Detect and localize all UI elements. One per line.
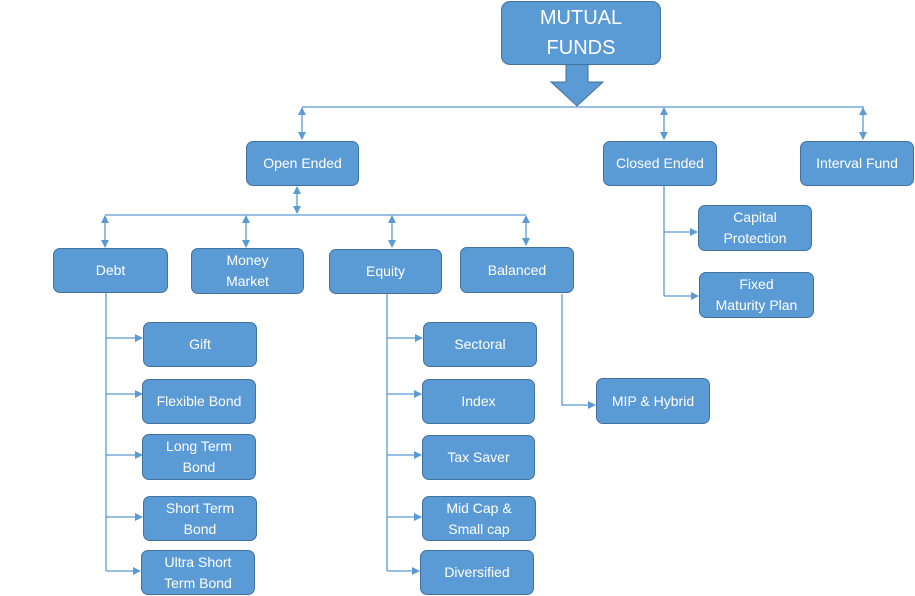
debt-label: Debt [95, 262, 126, 278]
flexible-bond-label: Flexible Bond [156, 393, 242, 409]
mid-small-cap-label: Mid Cap & Small cap [446, 499, 512, 537]
node-open-ended: Open Ended [246, 141, 359, 186]
money-market-label: Money Market [226, 252, 269, 289]
root-mutual-funds: MUTUAL FUNDS [501, 1, 661, 65]
node-sectoral: Sectoral [423, 322, 537, 367]
mip-hybrid-label: MIP & Hybrid [611, 392, 695, 409]
node-debt: Debt [53, 248, 168, 293]
node-short-term-bond: Short Term Bond [143, 496, 257, 541]
node-capital-protection: Capital Protection [698, 205, 812, 251]
node-tax-saver: Tax Saver [422, 435, 535, 480]
short-term-bond-label: Short Term Bond [165, 499, 235, 537]
sectoral-label: Sectoral [454, 336, 506, 352]
node-balanced: Balanced [460, 247, 574, 293]
equity-label: Equity [366, 263, 405, 279]
gift-label: Gift [189, 336, 211, 352]
node-long-term-bond: Long Term Bond [142, 434, 256, 480]
root-label: MUTUAL FUNDS [539, 7, 623, 59]
interval-fund-label: Interval Fund [816, 155, 898, 171]
diversified-label: Diversified [444, 564, 510, 580]
root-down-arrow [549, 63, 605, 107]
node-closed-ended: Closed Ended [603, 141, 717, 186]
open-ended-label: Open Ended [263, 155, 342, 171]
node-index: Index [422, 379, 535, 424]
long-term-bond-label: Long Term Bond [166, 438, 232, 475]
balanced-label: Balanced [487, 261, 547, 278]
node-diversified: Diversified [420, 550, 534, 595]
node-mid-small-cap: Mid Cap & Small cap [422, 496, 536, 541]
node-fixed-maturity-plan: Fixed Maturity Plan [699, 272, 814, 318]
node-flexible-bond: Flexible Bond [142, 379, 256, 424]
node-equity: Equity [329, 249, 442, 294]
node-money-market: Money Market [191, 248, 304, 294]
node-ultra-short-term-bond: Ultra Short Term Bond [141, 550, 255, 595]
node-gift: Gift [143, 322, 257, 367]
closed-ended-label: Closed Ended [616, 155, 704, 171]
fixed-maturity-plan-label: Fixed Maturity Plan [715, 276, 798, 313]
ultra-short-term-bond-label: Ultra Short Term Bond [164, 553, 232, 591]
arrow-to-mip-hybrid [561, 294, 596, 409]
node-interval-fund: Interval Fund [800, 141, 914, 186]
node-mip-hybrid: MIP & Hybrid [596, 378, 710, 424]
tax-saver-label: Tax Saver [447, 449, 510, 465]
capital-protection-label: Capital Protection [723, 209, 787, 246]
index-label: Index [461, 393, 496, 409]
